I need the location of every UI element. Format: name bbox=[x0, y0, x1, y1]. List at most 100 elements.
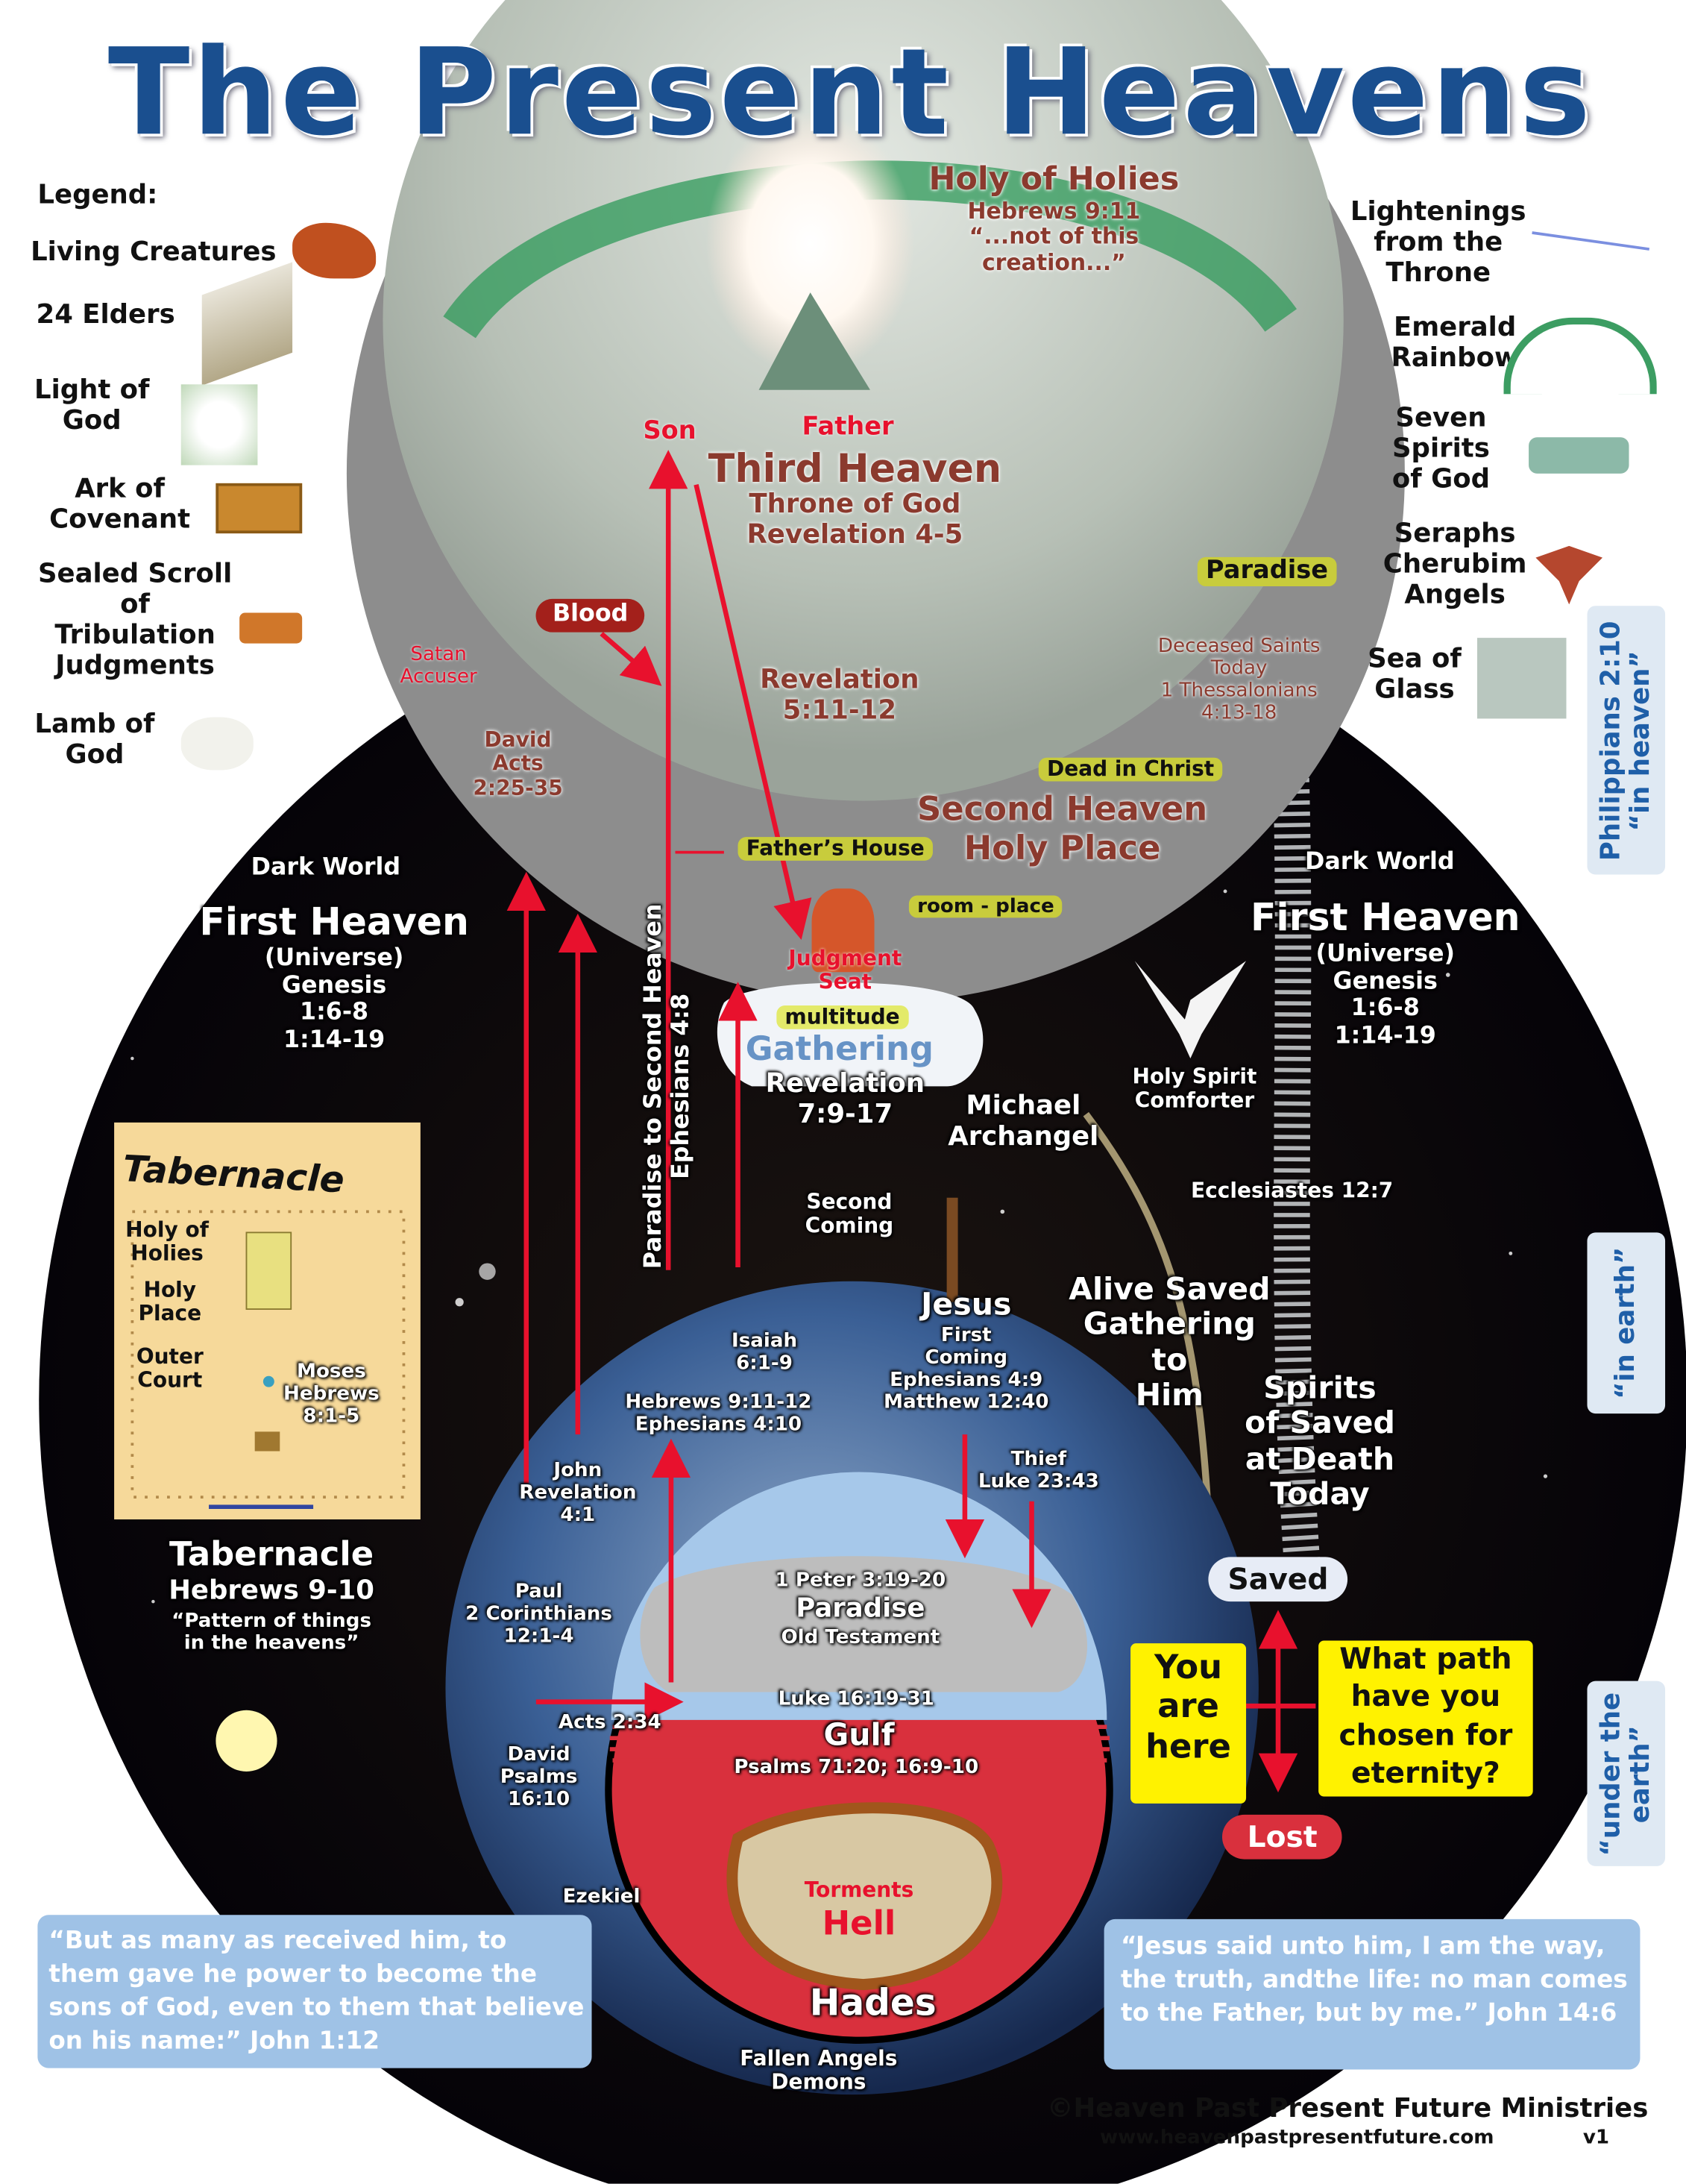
holy-spirit-label: Holy Spirit Comforter bbox=[1132, 1064, 1257, 1114]
multitude-tag: multitude bbox=[776, 1005, 908, 1030]
legend-emerald-rainbow: Emerald Rainbow bbox=[1391, 312, 1519, 374]
gulf-stripes bbox=[609, 1725, 1110, 1763]
room-place-tag: room - place bbox=[908, 895, 1063, 918]
tabernacle-holy-place: Holy Place bbox=[138, 1277, 202, 1326]
legend-24-elders: 24 Elders bbox=[36, 299, 175, 330]
tabernacle-moses: Moses Hebrews 8:1-5 bbox=[283, 1361, 380, 1428]
gathering-label: Gathering bbox=[745, 1029, 934, 1069]
side-label-in-earth-text: “in earth” bbox=[1610, 1246, 1641, 1399]
revelation-5-label: Revelation 5:11-12 bbox=[760, 664, 919, 726]
ezekiel-label: Ezekiel bbox=[562, 1886, 641, 1908]
hades-label: Hades bbox=[809, 1983, 937, 2025]
michael-archangel-label: Michael Archangel bbox=[948, 1090, 1099, 1152]
legend-ark: Ark of Covenant bbox=[49, 473, 191, 535]
fallen-angels-label: Fallen Angels Demons bbox=[740, 2045, 898, 2095]
david-psalms-label: David Psalms 16:10 bbox=[500, 1743, 578, 1811]
gulf-label: Gulf bbox=[823, 1719, 895, 1754]
thief-label: Thief Luke 23:43 bbox=[978, 1448, 1099, 1493]
legend-heading: Legend: bbox=[37, 179, 158, 210]
isaiah-label: Isaiah 6:1-9 bbox=[731, 1330, 798, 1375]
peter-label: 1 Peter 3:19-20 bbox=[775, 1569, 946, 1592]
father-label: Father bbox=[802, 412, 894, 442]
quote-john-14-6: “Jesus said unto him, I am the way, the … bbox=[1104, 1918, 1641, 2070]
comet-trail bbox=[1083, 1111, 1212, 1519]
red-arrows bbox=[506, 450, 1298, 1792]
light-icon bbox=[180, 384, 258, 465]
lamb-icon bbox=[180, 717, 254, 771]
quote-john-1-12-text: “But as many as received him, to them ga… bbox=[48, 1927, 585, 2056]
jesus-label: Jesus bbox=[921, 1288, 1012, 1323]
ecclesiastes-label: Ecclesiastes 12:7 bbox=[1191, 1178, 1394, 1204]
legend-lamb: Lamb of God bbox=[34, 709, 155, 771]
deceased-saints-label: Deceased Saints Today 1 Thessalonians 4:… bbox=[1157, 635, 1321, 725]
first-heaven-right-title: First Heaven bbox=[1250, 897, 1520, 941]
spirits-stream bbox=[1269, 688, 1320, 1561]
tabernacle-plan bbox=[114, 1122, 421, 1520]
ark-icon bbox=[216, 483, 303, 534]
sun bbox=[216, 1710, 277, 1772]
tabernacle-caption-ref: Hebrews 9-10 bbox=[169, 1575, 374, 1606]
legend-seraphs: Seraphs Cherubim Angels bbox=[1383, 518, 1527, 610]
legend-sealed-scroll: Sealed Scroll of Tribulation Judgments bbox=[37, 558, 233, 681]
hell-label: Hell bbox=[822, 1904, 896, 1943]
tabernacle-caption-quote: “Pattern of things in the heavens” bbox=[172, 1610, 372, 1655]
lost-pill: Lost bbox=[1221, 1814, 1343, 1860]
side-label-in-heaven-text: Philippians 2:10 “in heaven” bbox=[1595, 620, 1655, 861]
paradise-cloud bbox=[640, 1556, 1088, 1692]
legend-seven-spirits: Seven Spirits of God bbox=[1391, 402, 1490, 495]
page-title: The Present Heavens bbox=[107, 23, 1594, 163]
psalms-label: Psalms 71:20; 16:9-10 bbox=[734, 1756, 979, 1779]
luke-16-label: Luke 16:19-31 bbox=[778, 1687, 934, 1710]
holy-of-holies-label: Holy of Holies bbox=[928, 161, 1180, 198]
side-label-under-earth-text: “under the earth” bbox=[1595, 1692, 1655, 1856]
hebrews-9-11-label: Hebrews 9:11 “...not of this creation...… bbox=[967, 198, 1141, 276]
hades-paradise-label: Paradise bbox=[796, 1592, 925, 1625]
second-heaven-title: Second Heaven Holy Place bbox=[916, 789, 1208, 867]
what-path-box: What path have you chosen for eternity? bbox=[1318, 1640, 1533, 1797]
hell-fire bbox=[726, 1802, 1003, 1991]
john-revelation-label: John Revelation 4:1 bbox=[519, 1459, 637, 1527]
first-heaven-right-sub: (Universe) Genesis 1:6-8 1:14-19 bbox=[1315, 940, 1456, 1050]
legend-light-of-god: Light of God bbox=[34, 374, 150, 436]
paradise-tag: Paradise bbox=[1197, 556, 1337, 586]
throne bbox=[758, 292, 870, 390]
paradise-to-second-heaven-label: Paradise to Second Heaven Ephesians 4:8 bbox=[639, 903, 695, 1270]
legend-living-creatures: Living Creatures bbox=[31, 236, 277, 268]
first-heaven-left-sub: (Universe) Genesis 1:6-8 1:14-19 bbox=[264, 944, 404, 1054]
paul-label: Paul 2 Corinthians 12:1-4 bbox=[465, 1581, 612, 1648]
quote-john-1-12: “But as many as received him, to them ga… bbox=[37, 1915, 592, 2068]
legend-lightenings: Lightenings from the Throne bbox=[1350, 196, 1526, 288]
tabernacle-outer-court: Outer Court bbox=[136, 1343, 204, 1393]
jesus-judgment-seat-figure bbox=[811, 888, 875, 973]
spirits-saved-label: Spirits of Saved at Death Today bbox=[1245, 1372, 1395, 1513]
third-heaven-title: Third Heaven bbox=[708, 445, 1002, 492]
throne-of-god-label: Throne of God Revelation 4-5 bbox=[746, 489, 963, 550]
torments-label: Torments bbox=[804, 1877, 914, 1903]
dead-in-christ-tag: Dead in Christ bbox=[1038, 756, 1223, 782]
acts-2-34-label: Acts 2:34 bbox=[558, 1711, 661, 1734]
scroll-icon bbox=[239, 612, 303, 644]
satan-accuser-label: Satan Accuser bbox=[400, 643, 477, 688]
footer-version: v1 bbox=[1582, 2127, 1610, 2149]
son-label: Son bbox=[643, 416, 696, 446]
footer-copyright: ©Heaven Past Present Future Ministries bbox=[1047, 2093, 1649, 2124]
fathers-house-tag: Father’s House bbox=[737, 836, 933, 862]
crucifix-icon bbox=[946, 1197, 958, 1302]
second-coming-label: Second Coming bbox=[805, 1189, 894, 1239]
alive-saved-label: Alive Saved Gathering to Him bbox=[1069, 1273, 1271, 1413]
david-acts-label: David Acts 2:25-35 bbox=[473, 727, 563, 800]
legend-sea-of-glass: Sea of Glass bbox=[1368, 643, 1462, 705]
light-of-god bbox=[705, 111, 915, 377]
quote-john-14-6-text: “Jesus said unto him, I am the way, the … bbox=[1121, 1933, 1628, 2029]
side-label-in-earth: “in earth” bbox=[1587, 1232, 1666, 1414]
footer-url: www.heavenpastpresentfuture.com bbox=[1100, 2127, 1494, 2149]
first-heaven-left-title: First Heaven bbox=[199, 901, 469, 944]
old-testament-label: Old Testament bbox=[781, 1626, 940, 1649]
side-label-under-earth: “under the earth” bbox=[1587, 1681, 1666, 1866]
dark-world-left: Dark World bbox=[251, 853, 401, 882]
side-label-in-heaven: Philippians 2:10 “in heaven” bbox=[1587, 606, 1666, 875]
sea-of-glass-icon bbox=[1476, 638, 1567, 719]
tabernacle-holy-of-holies: Holy of Holies bbox=[125, 1217, 209, 1267]
